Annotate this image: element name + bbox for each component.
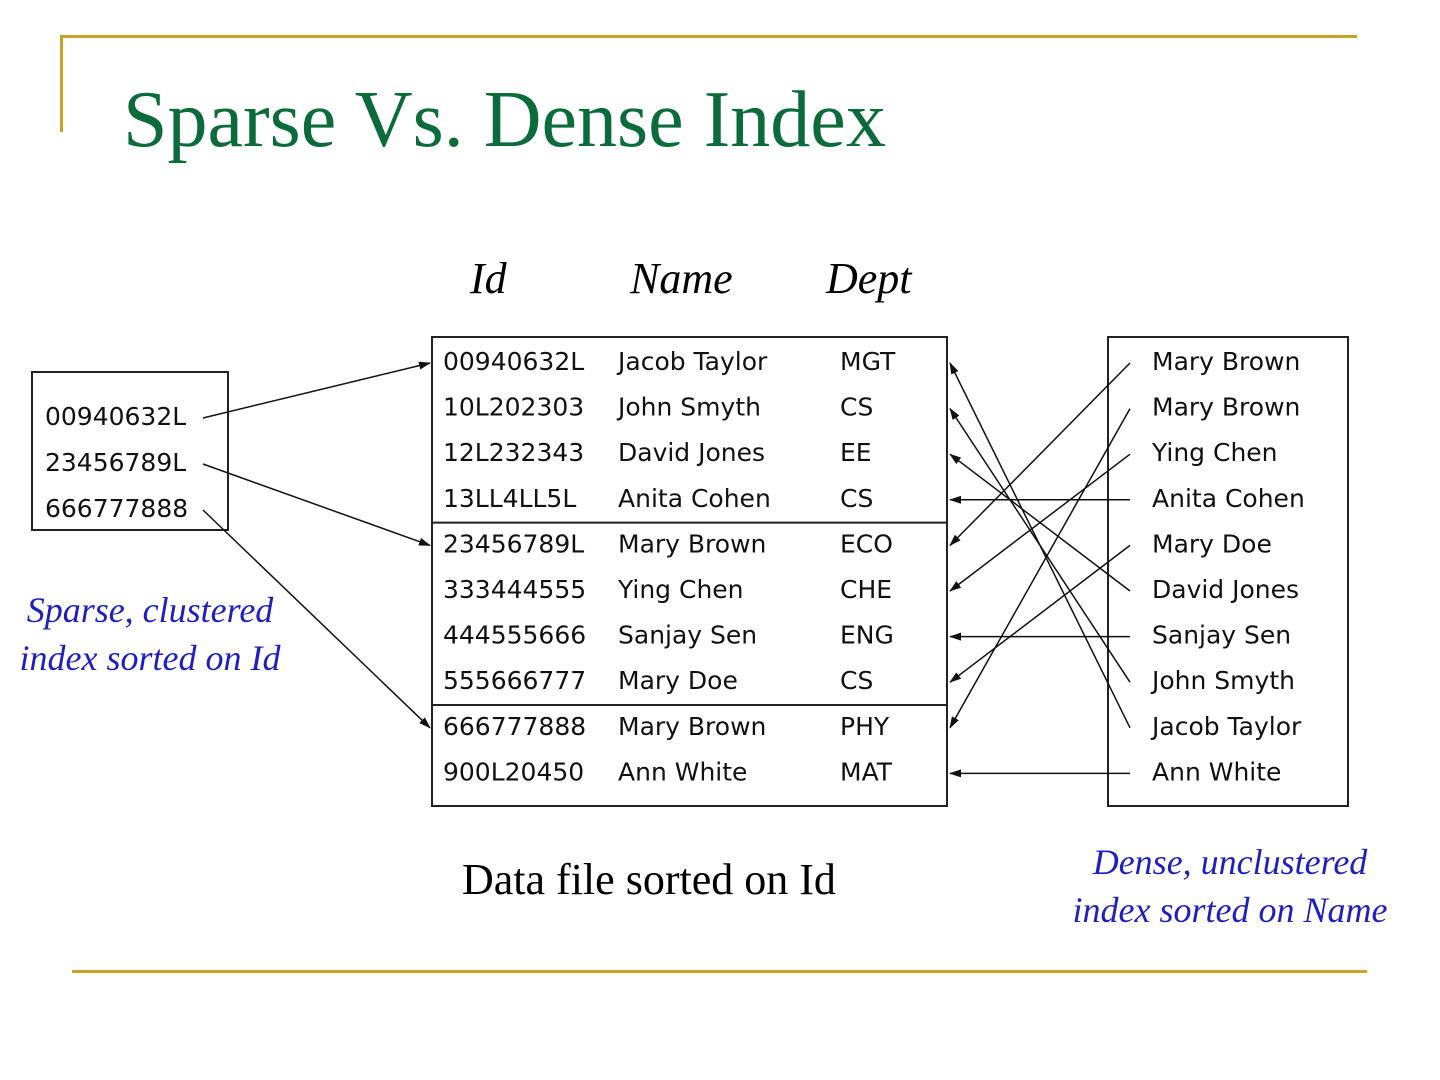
data-row-dept: MAT [840, 757, 893, 786]
data-row-name: Mary Doe [618, 666, 738, 695]
data-row-id: 12L232343 [443, 438, 584, 467]
dense-caption-line2: index sorted on Name [1072, 890, 1388, 930]
data-row-id: 666777888 [443, 712, 586, 741]
sparse-index-entry: 666777888 [45, 494, 188, 523]
data-row-name: Anita Cohen [618, 484, 771, 513]
data-row-name: Ann White [618, 757, 747, 786]
data-row-name: Ying Chen [617, 575, 744, 604]
data-row-id: 13LL4LL5L [443, 484, 576, 513]
dense-index-entry: John Smyth [1150, 666, 1295, 695]
data-row-dept: CS [840, 484, 873, 513]
sparse-index-entry: 00940632L [45, 402, 186, 431]
column-header-id: Id [470, 254, 507, 303]
dense-pointer-arrow [949, 408, 1131, 729]
dense-pointer-arrow [949, 362, 1131, 729]
sparse-index-entry: 23456789L [45, 448, 186, 477]
dense-index-caption: Dense, unclustered index sorted on Name [1050, 838, 1410, 934]
sparse-pointer-arrow [202, 361, 431, 419]
dense-index-entry: Sanjay Sen [1152, 621, 1291, 650]
data-row-name: David Jones [618, 438, 765, 467]
data-row-dept: CHE [840, 575, 892, 604]
pointer-arrows [202, 361, 1131, 778]
sparse-pointer-arrow [202, 509, 431, 729]
data-file-caption: Data file sorted on Id [462, 855, 836, 904]
slide-title: Sparse Vs. Dense Index [123, 76, 886, 164]
column-header-name: Name [630, 254, 733, 303]
data-row-dept: CS [840, 393, 873, 422]
column-header-dept: Dept [826, 254, 912, 303]
sparse-caption-line1: Sparse, clustered [26, 590, 274, 630]
data-row-id: 10L202303 [443, 393, 584, 422]
data-row-id: 444555666 [443, 621, 586, 650]
data-row-dept: ECO [840, 529, 893, 558]
data-row-id: 333444555 [443, 575, 586, 604]
data-row-id: 555666777 [443, 666, 586, 695]
data-row-dept: CS [840, 666, 873, 695]
dense-index-entry: Mary Doe [1152, 529, 1272, 558]
data-row-name: Mary Brown [618, 529, 766, 558]
dense-caption-line1: Dense, unclustered [1092, 842, 1368, 882]
dense-index-entry: Ann White [1152, 757, 1281, 786]
dense-index-entry: David Jones [1152, 575, 1299, 604]
data-row-id: 900L20450 [443, 757, 584, 786]
frame-bottom-rule [72, 970, 1367, 973]
data-row-name: Sanjay Sen [618, 621, 757, 650]
sparse-caption-line2: index sorted on Id [19, 638, 281, 678]
data-row-dept: PHY [840, 712, 890, 741]
dense-index-entry: Mary Brown [1152, 347, 1300, 376]
data-row-dept: MGT [840, 347, 896, 376]
sparse-index-caption: Sparse, clustered index sorted on Id [0, 586, 300, 682]
dense-index-entry: Jacob Taylor [1150, 712, 1302, 741]
data-row-id: 23456789L [443, 529, 584, 558]
data-row-dept: EE [840, 438, 872, 467]
dense-index-entry: Ying Chen [1151, 438, 1278, 467]
data-file-box [431, 336, 948, 807]
sparse-index-box [31, 371, 229, 531]
data-row-name: John Smyth [616, 393, 761, 422]
data-row-name: Jacob Taylor [616, 347, 768, 376]
sparse-pointer-arrow [202, 463, 431, 547]
dense-pointer-arrow [949, 544, 1131, 683]
dense-index-entry: Mary Brown [1152, 393, 1300, 422]
data-row-id: 00940632L [443, 347, 584, 376]
data-row-dept: ENG [840, 621, 894, 650]
dense-pointer-arrow [949, 362, 1131, 547]
data-row-name: Mary Brown [618, 712, 766, 741]
dense-index-box [1107, 336, 1349, 807]
frame-top-rule [60, 35, 1357, 38]
dense-index-entry: Anita Cohen [1152, 484, 1305, 513]
dense-pointer-arrow [949, 453, 1131, 592]
frame-left-rule [60, 35, 63, 132]
